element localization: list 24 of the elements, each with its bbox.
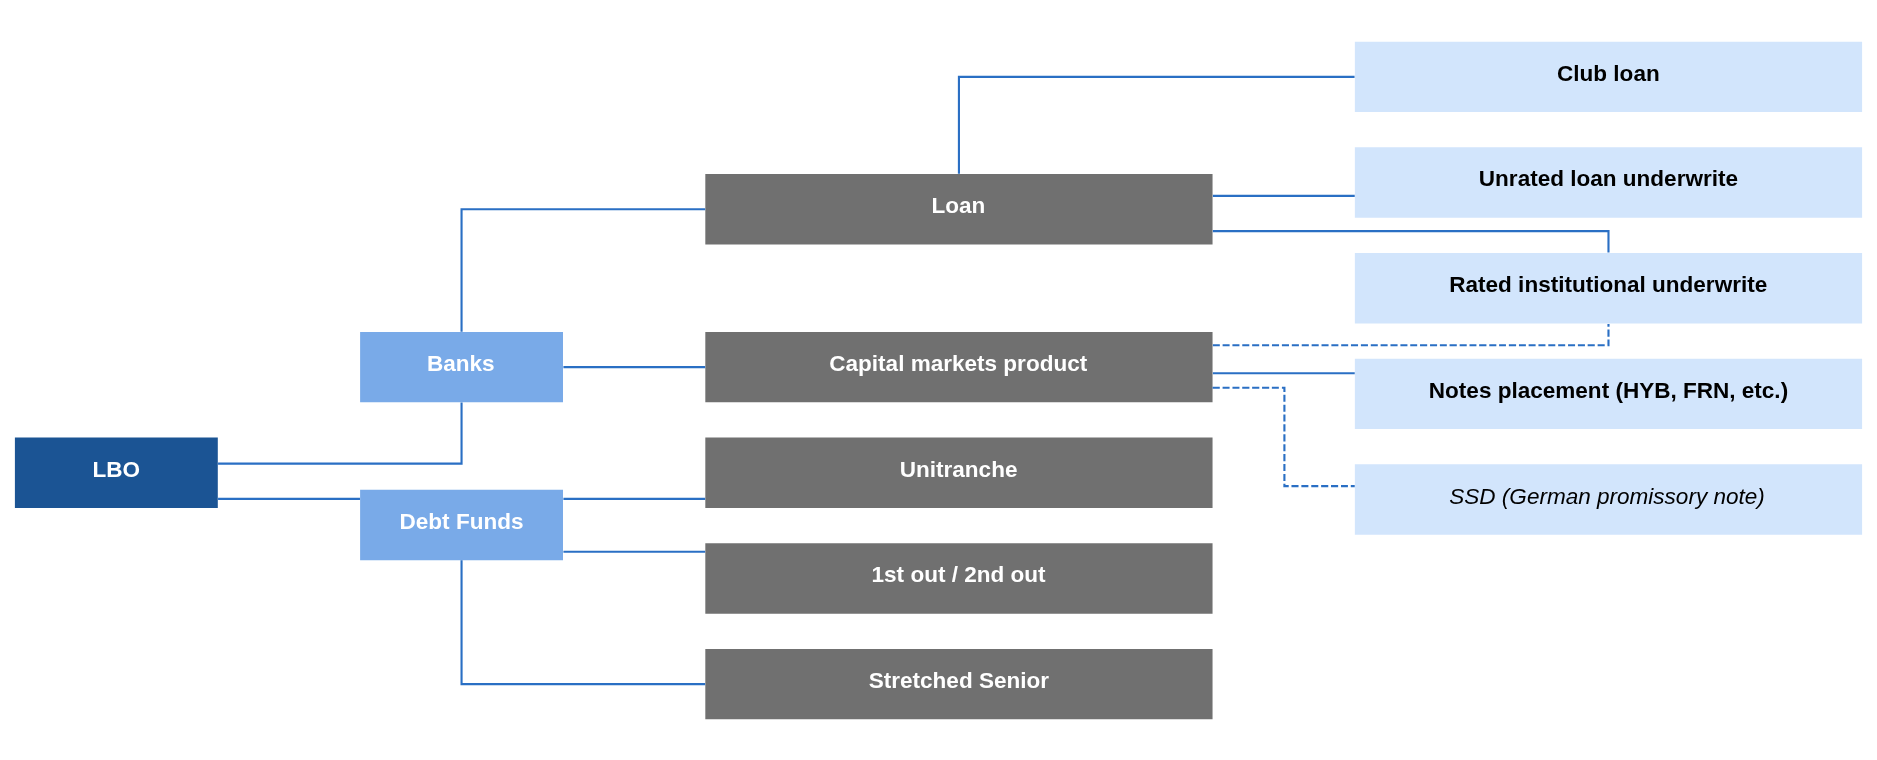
node-box: LBO — [14, 437, 218, 508]
connector — [957, 75, 1355, 174]
connector — [1212, 371, 1355, 374]
connector — [218, 402, 463, 465]
connector — [218, 497, 360, 500]
connector — [563, 550, 706, 553]
connector — [563, 365, 706, 368]
node-box: Rated institutional underwrite — [1354, 252, 1863, 323]
node-box: Unitranche — [705, 437, 1213, 508]
connector — [563, 497, 706, 500]
node-box: Club loan — [1354, 41, 1863, 112]
connector — [460, 207, 706, 332]
node-box: Capital markets product — [705, 331, 1213, 402]
node-box: Stretched Senior — [705, 648, 1213, 719]
node-box: Notes placement (HYB, FRN, etc.) — [1354, 358, 1863, 429]
connector — [460, 559, 706, 685]
node-box: SSD (German promissory note) — [1354, 463, 1863, 535]
node-box: Debt Funds — [360, 489, 563, 560]
node-box: Unrated loan underwrite — [1354, 146, 1863, 218]
node-box: 1st out / 2nd out — [705, 542, 1213, 614]
connector — [1212, 386, 1355, 487]
node-box: Loan — [705, 173, 1213, 245]
node-box: Banks — [360, 331, 563, 402]
connector — [1212, 194, 1355, 197]
